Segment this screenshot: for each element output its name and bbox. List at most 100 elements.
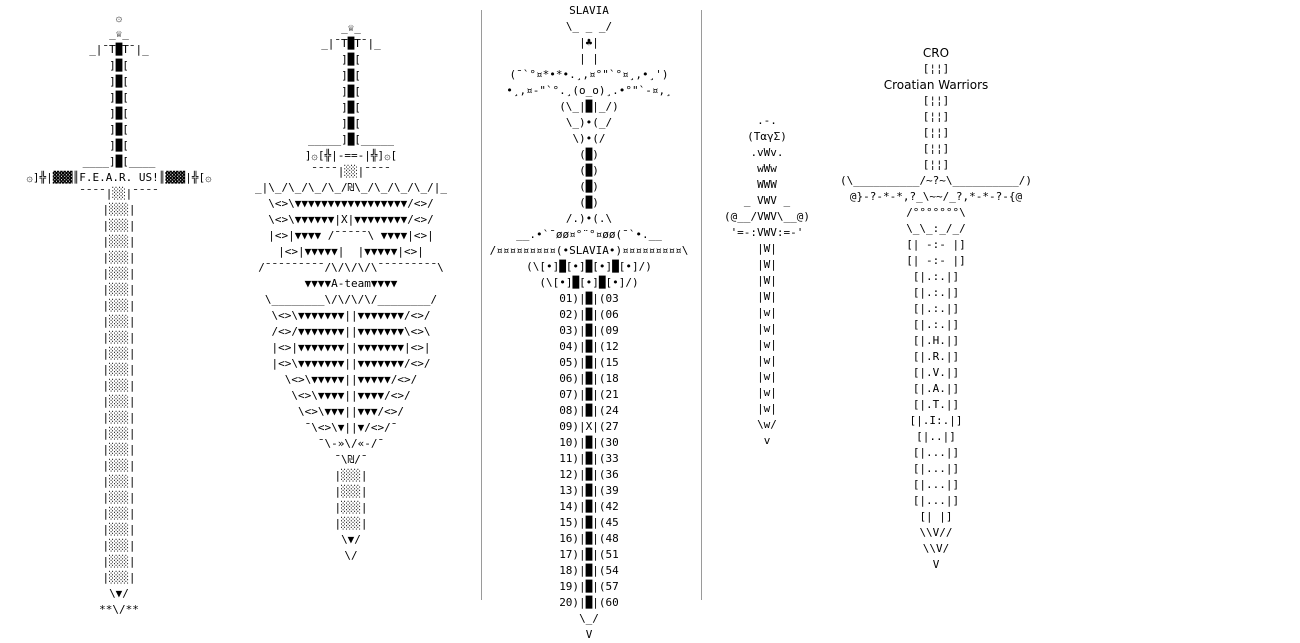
a-team-sword-line: ]█[	[341, 53, 361, 66]
cro-sword-line: [|.I:.|]	[909, 414, 963, 427]
slavia-sword-line: 06)|█|(18	[559, 372, 619, 385]
a-team-sword-line: |<>\▼▼▼▼▼▼▼||▼▼▼▼▼▼▼/<>/	[271, 357, 431, 370]
fear-us-sword-line: |░░░|	[102, 555, 136, 568]
cro-sword-line: [|...|]	[912, 462, 960, 475]
slavia-sword-line: 17)|█|(51	[559, 548, 619, 561]
fear-us-sword-line: |░░░|	[102, 395, 136, 408]
cro-sword-line: [|.:.|]	[912, 270, 960, 283]
slavia-sword-line: 14)|█|(42	[559, 500, 619, 513]
cro-sword-line: [¦¦]	[922, 94, 950, 107]
cro-sword-line: Croatian Warriors	[883, 78, 989, 92]
cro-sword-line: [|...|]	[912, 446, 960, 459]
slavia-sword-line: (█)	[579, 196, 599, 209]
fear-us-sword-line: |░░░|	[102, 491, 136, 504]
slavia-sword-line: |♣|	[579, 36, 599, 49]
fear-us-sword-line: |░░░|	[102, 251, 136, 264]
a-team-sword-line: _|¯T█T¯|_	[321, 37, 381, 50]
fear-us-sword-line: _|¯T█T¯|_	[89, 43, 149, 56]
a-team-sword-line: |░░░|	[334, 517, 368, 530]
fear-us-sword-line: |░░░|	[102, 523, 136, 536]
fear-us-sword-line: **\/**	[99, 603, 139, 616]
tagma-sword-line: (TαγΣ)	[747, 130, 787, 143]
fear-us-sword-art: ۞_♕__|¯T█T¯|_]█[]█[]█[]█[]█[]█[____]█[__…	[14, 10, 224, 618]
slavia-sword-line: 09)|X|(27	[559, 420, 619, 433]
slavia-sword-line: (█)	[579, 180, 599, 193]
a-team-sword-line: ]█[	[341, 117, 361, 130]
column-divider-2	[701, 10, 702, 600]
tagma-sword-line: |W|	[757, 274, 777, 287]
slavia-sword-line: 05)|█|(15	[559, 356, 619, 369]
a-team-sword-line: /<>/▼▼▼▼▼▼▼||▼▼▼▼▼▼▼\<>\	[271, 325, 431, 338]
cro-sword-line: [| |]	[919, 510, 953, 523]
fear-us-sword-line: |░░░|	[102, 331, 136, 344]
cro-sword-line: [|.V.|]	[912, 366, 960, 379]
slavia-sword-line: SLAVIA	[569, 4, 609, 17]
slavia-sword-line: (\[•]█[•]█[•]█[•]/)	[526, 260, 652, 273]
a-team-sword-line: ¯\<>\▼||▼/<>/¯	[304, 421, 398, 434]
a-team-sword-line: \▼/	[341, 533, 361, 546]
a-team-sword-line: _♕_	[341, 21, 361, 34]
a-team-sword-line: |░░░|	[334, 501, 368, 514]
fear-us-sword-line: |░░░|	[102, 379, 136, 392]
fear-us-sword-line: |░░░|	[102, 315, 136, 328]
slavia-sword-line: 10)|█|(30	[559, 436, 619, 449]
fear-us-sword-line: |░░░|	[102, 219, 136, 232]
cro-sword-line: [|.:.|]	[912, 286, 960, 299]
tagma-sword-line: .-.	[757, 114, 777, 127]
fear-us-sword-line: ۞	[115, 11, 123, 24]
a-team-sword-line: ▼▼▼▼A-team▼▼▼▼	[304, 277, 398, 290]
cro-sword-line: [| -:- |]	[906, 238, 966, 251]
tagma-sword-line: |w|	[757, 402, 777, 415]
fear-us-sword-line: |░░░|	[102, 507, 136, 520]
tagma-sword-line: |w|	[757, 306, 777, 319]
cro-sword-line: [| -:- |]	[906, 254, 966, 267]
slavia-sword-line: \_ _ _/	[565, 20, 613, 33]
fear-us-sword-line: |░░░|	[102, 283, 136, 296]
cro-sword-line: \\V//	[919, 526, 953, 539]
slavia-sword-line: (\[•]█[•]█[•]/)	[539, 276, 639, 289]
fear-us-sword-line: |░░░|	[102, 411, 136, 424]
slavia-sword-line: \)•(/	[572, 132, 606, 145]
slavia-sword-line: /.)•(.\	[565, 212, 613, 225]
slavia-sword-line: 08)|█|(24	[559, 404, 619, 417]
a-team-sword-line: ]█[	[341, 101, 361, 114]
a-team-sword-line: |░░░|	[334, 469, 368, 482]
a-team-sword-line: _|\_/\_/\_/\_/₪\_/\_/\_/\_/|_	[254, 181, 448, 194]
tagma-sword-line: |w|	[757, 370, 777, 383]
tagma-sword-line: _ VWV _	[743, 194, 791, 207]
a-team-sword-line: _____]█[_____	[307, 133, 395, 146]
fear-us-sword-line: |░░░|	[102, 475, 136, 488]
slavia-sword-line: 13)|█|(39	[559, 484, 619, 497]
slavia-sword-line: \_/	[579, 612, 599, 625]
cro-sword-line: (\__________/~?~\__________/)	[839, 174, 1033, 187]
fear-us-sword-line: |░░░|	[102, 267, 136, 280]
fear-us-sword-line: ]█[	[109, 75, 129, 88]
a-team-sword-art: _♕__|¯T█T¯|_]█[]█[]█[]█[]█[_____]█[_____…	[228, 20, 474, 564]
tagma-sword-line: |w|	[757, 338, 777, 351]
tagma-sword-line: WWW	[757, 178, 777, 191]
slavia-sword-line: •¸,¤-"`°.¸(o_o)¸.•°"`-¤,¸	[506, 84, 672, 97]
cro-sword-line: \\V/	[922, 542, 950, 555]
fear-us-sword-line: |░░░|	[102, 203, 136, 216]
tagma-sword-line: \w/	[757, 418, 777, 431]
a-team-sword-line: \<>\▼▼▼▼▼▼▼▼▼▼▼▼▼▼▼▼▼/<>/	[268, 197, 434, 210]
a-team-sword-line: |░░░|	[334, 485, 368, 498]
slavia-sword-line: 15)|█|(45	[559, 516, 619, 529]
tagma-sword-line: (@__/VWV\__@)	[723, 210, 811, 223]
a-team-sword-line: |<>|▼▼▼▼▼▼▼||▼▼▼▼▼▼▼|<>|	[271, 341, 431, 354]
slavia-sword-line: (█)	[579, 148, 599, 161]
fear-us-sword-line: ¯¯¯¯|░░|¯¯¯¯	[79, 187, 159, 200]
a-team-sword-line: |<>|▼▼▼▼ /¯¯¯¯¯\ ▼▼▼▼|<>|	[268, 229, 434, 242]
slavia-sword-line: 16)|█|(48	[559, 532, 619, 545]
cro-sword-line: [|...|]	[912, 494, 960, 507]
fear-us-sword-line: ۞]╬|▓▓▓║F.E.A.R. US!║▓▓▓|╬[۞	[26, 171, 212, 184]
a-team-sword-line: \/	[344, 549, 358, 562]
cro-sword-line: [|.:.|]	[912, 318, 960, 331]
a-team-sword-line: \<>\▼▼▼▼▼▼|X|▼▼▼▼▼▼▼▼/<>/	[268, 213, 434, 226]
fear-us-sword-line: |░░░|	[102, 363, 136, 376]
a-team-sword-line: ¯¯¯¯|░░|¯¯¯¯	[311, 165, 391, 178]
fear-us-sword-line: ]█[	[109, 139, 129, 152]
a-team-sword-line: \<>\▼▼▼▼||▼▼▼▼/<>/	[291, 389, 411, 402]
a-team-sword-line: /¯¯¯¯¯¯¯¯¯/\/\/\/\¯¯¯¯¯¯¯¯¯\	[258, 261, 444, 274]
